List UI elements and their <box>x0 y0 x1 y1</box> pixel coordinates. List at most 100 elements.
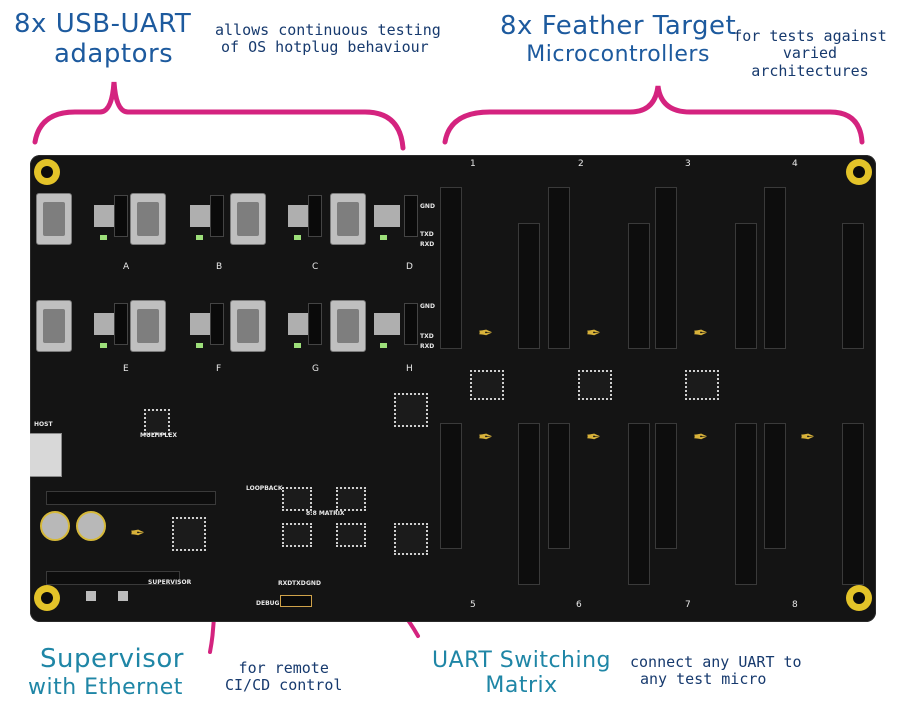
host-label: HOST <box>34 421 53 428</box>
supervisor-note: for remote CI/CD control <box>225 659 343 695</box>
feather-logo-2: ✒ <box>586 323 602 344</box>
debug-label: DEBUG <box>256 600 280 607</box>
usb-port-c <box>230 193 266 245</box>
uart-parts-g <box>288 313 314 335</box>
button-1 <box>86 591 96 601</box>
target-number-6: 6 <box>576 600 582 610</box>
usb-brace <box>32 81 406 151</box>
feather-8-header-left <box>764 423 786 549</box>
feather-8-header-right <box>842 423 864 585</box>
uart-parts-c <box>288 205 314 227</box>
matrix-title: UART Switching Matrix <box>432 648 611 699</box>
feather-mux-chip-2 <box>578 370 612 400</box>
feather-6-header-right <box>628 423 650 585</box>
supervisor-title-line2: with Ethernet <box>28 674 183 700</box>
debug-pin-gnd: GND <box>306 580 321 587</box>
pin-label-gnd-bottom: GND <box>420 303 435 310</box>
feather-2-header-right <box>628 223 650 349</box>
feather-4-header-left <box>764 187 786 349</box>
usb-port-d <box>330 193 366 245</box>
uart-header-a <box>114 195 128 237</box>
mount-hole-top-right <box>846 159 872 185</box>
capacitor-1 <box>40 511 70 541</box>
usb-port-e <box>36 300 72 352</box>
usb-title: 8x USB-UART adaptors <box>14 9 192 70</box>
feather-logo-7: ✒ <box>693 427 709 448</box>
feather-title-line2: Microcontrollers <box>526 41 710 67</box>
feather-3-header-right <box>735 223 757 349</box>
uart-parts-f <box>190 313 216 335</box>
uart-label-c: C <box>312 262 319 272</box>
feather-3-header-left <box>655 187 677 349</box>
mount-hole-top-left <box>34 159 60 185</box>
supervisor-title: Supervisor with Ethernet <box>28 644 184 700</box>
matrix-chip-4 <box>336 523 366 547</box>
debug-pin-rxd: RXD <box>278 580 293 587</box>
uart-label-d: D <box>406 262 413 272</box>
usb-title-line2: adaptors <box>54 38 174 69</box>
feather-note-line1: for tests against <box>733 27 887 45</box>
supervisor-header-bottom <box>46 571 180 585</box>
feather-brace <box>442 85 865 145</box>
supervisor-note-line2: CI/CD control <box>225 676 343 695</box>
uart-led-h <box>380 343 387 348</box>
feather-logo-6: ✒ <box>586 427 602 448</box>
uart-header-h <box>404 303 418 345</box>
pin-label-rxd-bottom: RXD <box>420 343 435 350</box>
pin-label-rxd-top: RXD <box>420 241 435 248</box>
uart-label-b: B <box>216 262 223 272</box>
uart-led-f <box>196 343 203 348</box>
uart-led-a <box>100 235 107 240</box>
multiplex-hub-chip <box>144 409 170 435</box>
usb-title-line1: 8x USB-UART <box>14 9 192 39</box>
uart-header-c <box>308 195 322 237</box>
uart-parts-b <box>190 205 216 227</box>
multiplex-label: MULTIPLEX <box>140 432 177 439</box>
matrix-side-chip-bottom <box>394 523 428 555</box>
feather-logo-3: ✒ <box>693 323 709 344</box>
pcb-board: A B C D E F G H GND TXD RXD GND TXD RXD … <box>30 155 876 622</box>
matrix-note-line2: any test micro <box>640 670 767 689</box>
usb-port-g <box>230 300 266 352</box>
uart-label-a: A <box>123 262 130 272</box>
uart-label-f: F <box>216 364 222 374</box>
target-number-4: 4 <box>792 159 798 169</box>
pin-label-txd-bottom: TXD <box>420 333 434 340</box>
capacitor-2 <box>76 511 106 541</box>
feather-title-line1: 8x Feather Target <box>500 11 737 41</box>
feather-2-header-left <box>548 187 570 349</box>
loopback-label: LOOPBACK <box>246 485 283 492</box>
debug-header <box>280 595 312 607</box>
uart-header-d <box>404 195 418 237</box>
supervisor-title-line1: Supervisor <box>40 644 184 674</box>
matrix-chip-1 <box>282 487 312 511</box>
mount-hole-bottom-left <box>34 585 60 611</box>
feather-note-line2: varied architectures <box>751 44 869 80</box>
matrix-title-line2: Matrix <box>485 673 558 699</box>
target-number-7: 7 <box>685 600 691 610</box>
feather-title: 8x Feather Target Microcontrollers <box>500 11 737 67</box>
target-number-8: 8 <box>792 600 798 610</box>
feather-7-header-right <box>735 423 757 585</box>
button-2 <box>118 591 128 601</box>
feather-4-header-right <box>842 223 864 349</box>
uart-parts-d <box>374 205 400 227</box>
debug-pin-txd: TXD <box>292 580 306 587</box>
feather-logo-5: ✒ <box>478 427 494 448</box>
pin-label-gnd-top: GND <box>420 203 435 210</box>
uart-led-g <box>294 343 301 348</box>
uart-parts-a <box>94 205 120 227</box>
feather-mux-chip-3 <box>685 370 719 400</box>
supervisor-label: SUPERVISOR <box>148 579 192 586</box>
matrix-title-line1: UART Switching <box>432 648 612 673</box>
target-number-1: 1 <box>470 159 476 169</box>
target-number-3: 3 <box>685 159 691 169</box>
feather-1-header-right <box>518 223 540 349</box>
feather-logo-1: ✒ <box>478 323 494 344</box>
usb-port-h <box>330 300 366 352</box>
uart-label-h: H <box>406 364 413 374</box>
uart-label-g: G <box>312 364 319 374</box>
usb-note-line1: allows continuous testing <box>215 21 441 39</box>
uart-header-g <box>308 303 322 345</box>
mount-hole-bottom-right <box>846 585 872 611</box>
